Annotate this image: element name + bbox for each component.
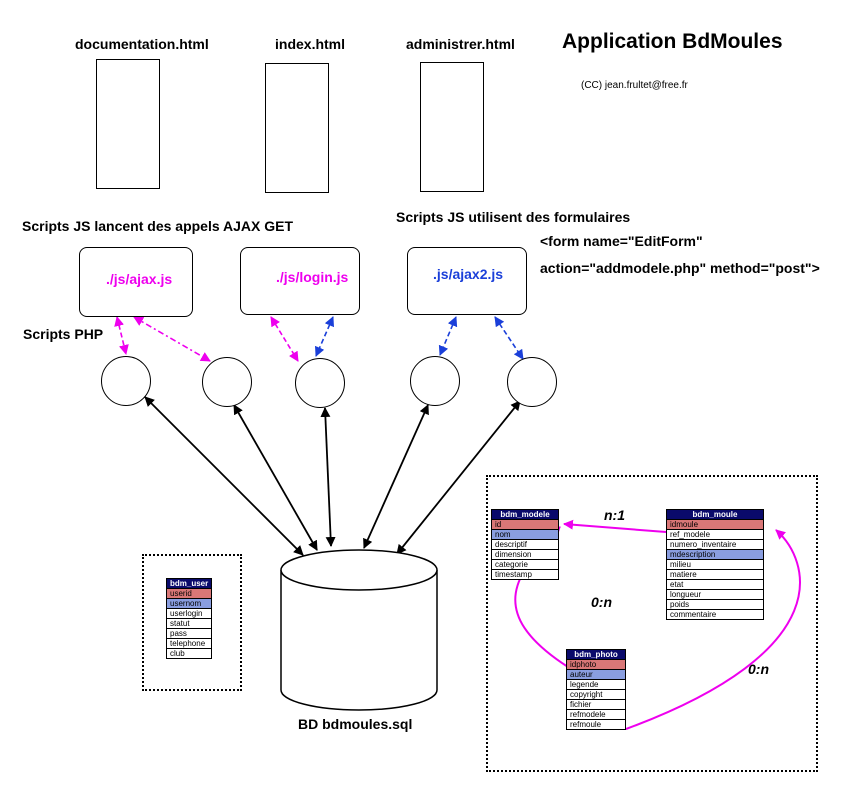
- table-field: userid: [165, 588, 213, 599]
- table-field: auteur: [566, 669, 626, 680]
- table-field: fichier: [566, 699, 626, 710]
- page-administrer: [420, 62, 484, 192]
- db-label: BD bdmoules.sql: [298, 716, 413, 732]
- php-node-1: [101, 356, 151, 406]
- table-field: nom: [491, 529, 559, 540]
- table-field: userlogin: [165, 608, 213, 619]
- table-bdm-moule: bdm_moule idmoule ref_modele numero_inve…: [666, 509, 764, 620]
- form-code-line2: action="addmodele.php" method="post">: [540, 260, 820, 276]
- table-field: refmodele: [566, 709, 626, 720]
- table-header: bdm_moule: [666, 509, 764, 520]
- table-field: timestamp: [491, 569, 559, 580]
- schema-frame: [486, 475, 818, 772]
- table-bdm-modele: bdm_modele id nom descriptif dimension c…: [491, 509, 559, 580]
- php-node-5: [507, 357, 557, 407]
- table-field: poids: [666, 599, 764, 610]
- arrow-login-php3: [270, 316, 299, 362]
- arrow-login-php3-blue: [315, 316, 334, 357]
- table-field: idmoule: [666, 519, 764, 530]
- js-box-ajax2: [407, 247, 527, 315]
- page-label-index: index.html: [275, 36, 346, 52]
- arrow-php1-db: [144, 396, 304, 556]
- table-field: refmoule: [566, 719, 626, 730]
- copyright-text: (CC) jean.frultet@free.fr: [581, 80, 688, 91]
- database-cylinder: [280, 549, 438, 711]
- page-documentation: [96, 59, 160, 189]
- table-field: milieu: [666, 559, 764, 570]
- arrow-php5-db: [396, 400, 521, 555]
- ajax-heading: Scripts JS lancent des appels AJAX GET: [22, 218, 294, 234]
- page-label-documentation: documentation.html: [75, 36, 209, 52]
- js-box-ajax: [79, 247, 193, 317]
- table-field: club: [165, 648, 213, 659]
- form-heading: Scripts JS utilisent des formulaires: [396, 209, 631, 225]
- table-field: etat: [666, 579, 764, 590]
- table-bdm-photo: bdm_photo idphoto auteur legende copyrig…: [566, 649, 626, 730]
- user-table-frame: [142, 554, 242, 691]
- arrow-ajax-php1: [114, 316, 129, 355]
- arrow-ajax2-php4: [438, 316, 458, 356]
- app-title: Application BdMoules: [562, 30, 783, 53]
- js-box-login: [240, 247, 360, 315]
- table-header: bdm_photo: [566, 649, 626, 660]
- page-index: [265, 63, 329, 193]
- table-field: categorie: [491, 559, 559, 570]
- arrow-ajax-php2: [133, 316, 211, 362]
- php-node-3: [295, 358, 345, 408]
- page-label-administrer: administrer.html: [406, 36, 515, 52]
- table-field: statut: [165, 618, 213, 629]
- table-field: legende: [566, 679, 626, 690]
- relation-photo-moule: [625, 529, 801, 730]
- table-field: longueur: [666, 589, 764, 600]
- relation-moule-modele: [563, 519, 667, 533]
- table-field: matiere: [666, 569, 764, 580]
- table-field: idphoto: [566, 659, 626, 670]
- js-label-ajax: ./js/ajax.js: [106, 271, 173, 287]
- form-code-line1: <form name="EditForm": [540, 233, 703, 249]
- table-field: usernom: [165, 598, 213, 609]
- arrow-php2-db: [233, 404, 318, 551]
- table-header: bdm_user: [165, 578, 213, 589]
- cardinality-moule-modele: n:1: [604, 507, 625, 523]
- arrow-ajax2-php5: [494, 316, 524, 360]
- table-field: numero_inventaire: [666, 539, 764, 550]
- table-field: telephone: [165, 638, 213, 649]
- table-field: dimension: [491, 549, 559, 560]
- cardinality-photo-moule: 0:n: [748, 661, 769, 677]
- php-label: Scripts PHP: [23, 326, 104, 342]
- js-label-ajax2: .js/ajax2.js: [433, 266, 504, 282]
- table-field: id: [491, 519, 559, 530]
- table-bdm-user: bdm_user userid usernom userlogin statut…: [165, 578, 213, 659]
- js-label-login: ./js/login.js: [276, 269, 349, 285]
- arrow-php3-db: [320, 407, 336, 547]
- table-field: descriptif: [491, 539, 559, 550]
- table-field: commentaire: [666, 609, 764, 620]
- table-header: bdm_modele: [491, 509, 559, 520]
- table-field: pass: [165, 628, 213, 639]
- table-field: mdescription: [666, 549, 764, 560]
- cardinality-photo-modele: 0:n: [591, 594, 612, 610]
- table-field: copyright: [566, 689, 626, 700]
- table-field: ref_modele: [666, 529, 764, 540]
- php-node-2: [202, 357, 252, 407]
- php-node-4: [410, 356, 460, 406]
